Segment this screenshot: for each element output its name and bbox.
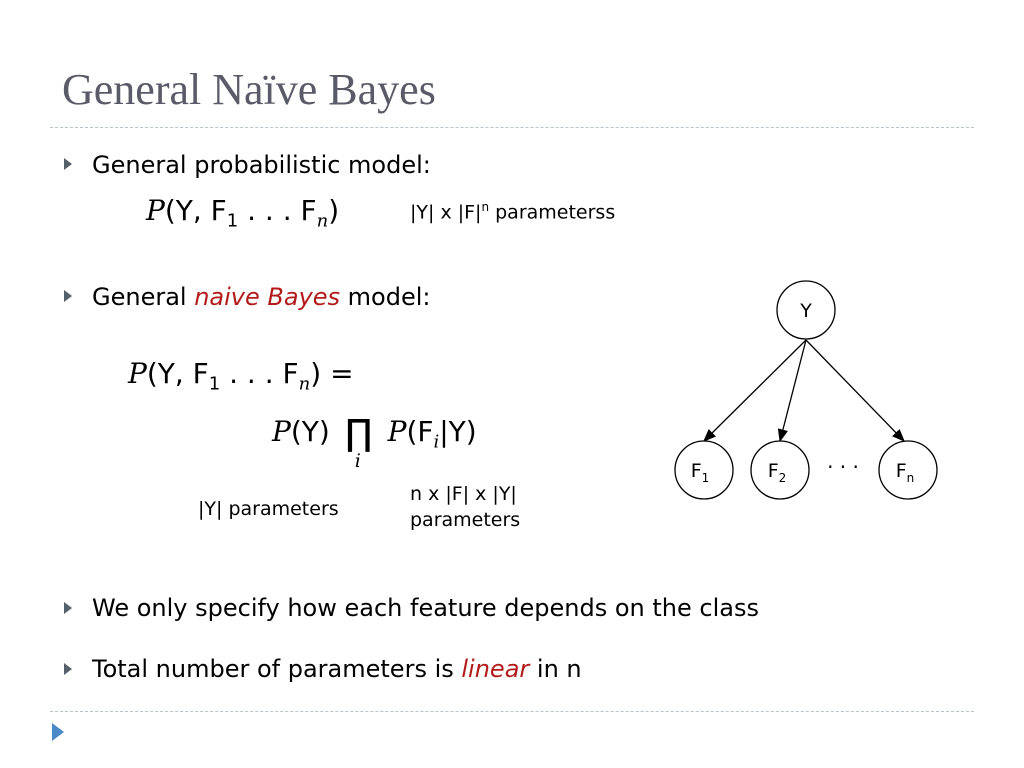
param-text: parameterss [489,201,616,224]
product-index: i [354,450,361,472]
node-f1: F1 [674,440,734,500]
naive-bayes-formula-line2: P(Y) ∏ i P(Fi|Y) [272,412,477,471]
naive-bayes-network-diagram: Y F1 F2 · · · Fn [674,280,938,500]
formula-part: . . . F [238,194,317,227]
formula-subscript: n [298,373,311,395]
bullet-text: General probabilistic model: [92,151,431,179]
bullet-emphasis: linear [461,655,530,683]
node-fn: Fn [878,440,938,500]
formula-symbol: P [146,194,165,227]
param-superscript: n [481,200,490,214]
formula-part: (Y) [290,415,330,448]
param-line: n x |F| x |Y| [410,483,517,505]
formula-part: (Y, F [146,357,209,390]
node-label: Fn [896,460,915,485]
formula-subscript: n [316,210,329,232]
node-label: Y [799,300,812,322]
title-divider [50,127,974,128]
formula-subscript: i [433,431,440,453]
formula-symbol: P [128,357,147,390]
node-y: Y [776,280,836,340]
joint-formula: P(Y, F1 . . . Fn) [146,197,339,231]
node-label: F2 [768,460,787,485]
formula-subscript: 1 [226,210,239,232]
bullet-text: model: [340,283,431,311]
formula-part: ) [328,194,340,227]
formula-symbol: P [272,415,291,448]
formula-part: ) = [310,357,354,390]
bullet-emphasis: naive Bayes [194,283,341,311]
bullet-naive-bayes-model: General naive Bayes model: [92,285,431,309]
edge-y-f1 [703,339,807,442]
param-line: parameters [410,508,521,531]
bullet-text: General [92,283,195,311]
slide-title: General Naïve Bayes [62,65,436,114]
conditional-parameter-count: n x |F| x |Y| parameters [410,482,520,533]
naive-bayes-formula-line1: P(Y, F1 . . . Fn) = [128,360,354,394]
bullet-parameter-count: Total number of parameters is linear in … [92,657,582,681]
edge-y-fn [805,339,905,442]
footer-divider [50,711,974,712]
bullet-text: We only specify how each feature depends… [92,594,759,622]
formula-part: |Y) [439,415,477,448]
formula-part: (Y, F [164,194,227,227]
bullet-text: in n [529,655,582,683]
param-text: |Y| x |F| [410,201,482,224]
bullet-icon [64,158,72,170]
product-operator: ∏ i [339,412,379,471]
play-arrow-icon[interactable] [52,723,64,741]
ellipsis: · · · [827,455,859,479]
formula-subscript: 1 [208,373,221,395]
formula-symbol: P [387,415,407,448]
bullet-icon [64,602,72,614]
node-label: F1 [691,460,710,485]
formula-part: (F [406,415,434,448]
product-symbol: ∏ [345,413,373,454]
node-f2: F2 [750,440,810,500]
bullet-feature-dependence: We only specify how each feature depends… [92,596,759,620]
bullet-text: Total number of parameters is [92,655,462,683]
joint-parameter-count: |Y| x |F|n parameterss [410,199,615,226]
formula-part: . . . F [220,357,299,390]
bullet-icon [64,290,72,302]
bullet-general-model: General probabilistic model: [92,153,431,177]
edge-y-f2 [777,339,807,443]
bullet-icon [64,663,72,675]
prior-parameter-count: |Y| parameters [198,498,339,520]
